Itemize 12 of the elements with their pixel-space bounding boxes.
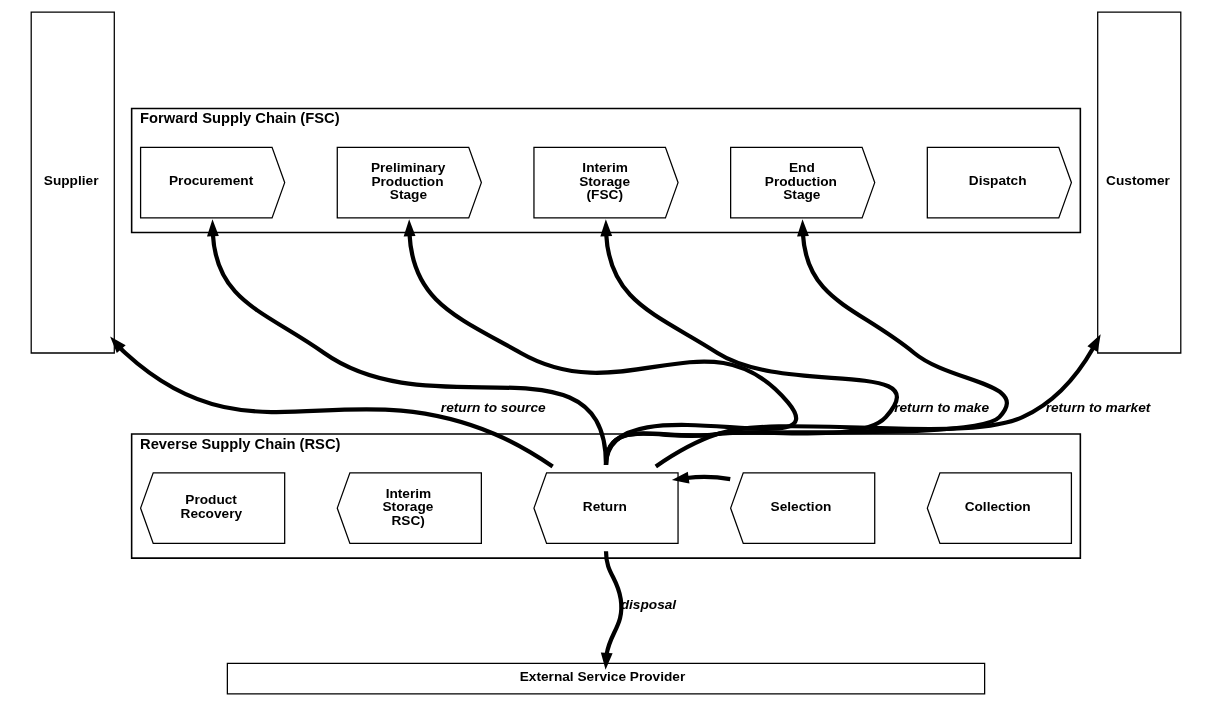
arrow bbox=[603, 219, 1008, 466]
edge-label: return to market bbox=[1045, 400, 1150, 416]
arrow bbox=[654, 334, 1101, 469]
arrow bbox=[671, 471, 731, 484]
arrow bbox=[109, 336, 554, 469]
node-box: External Service Provider bbox=[226, 662, 985, 695]
node-box: Supplier bbox=[30, 11, 115, 354]
edge-label: disposal bbox=[620, 597, 676, 612]
edge-label: return to source bbox=[440, 400, 546, 416]
edge-label: return to make bbox=[893, 400, 989, 416]
arrow bbox=[600, 551, 623, 670]
node-box: Customer bbox=[1096, 11, 1181, 354]
